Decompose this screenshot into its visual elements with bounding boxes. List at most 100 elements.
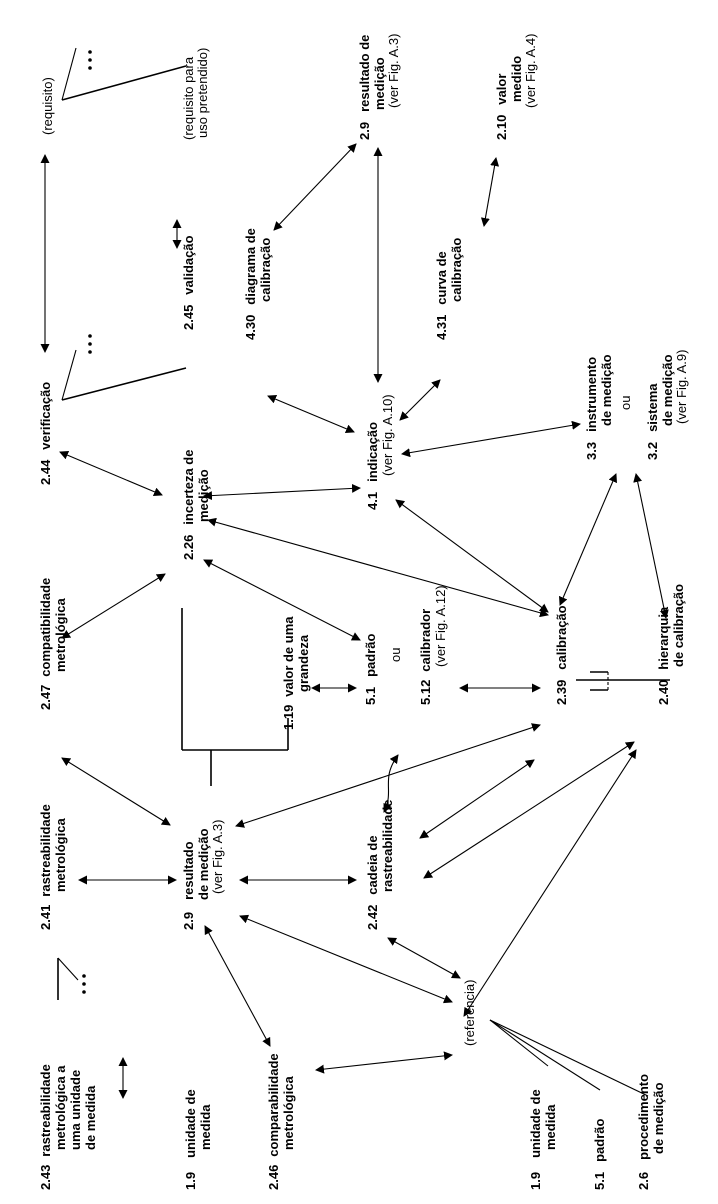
concept-5-1-bottom: 5.1padrão: [592, 1119, 607, 1190]
svg-text:2.42cadeia de: 2.42cadeia de: [365, 835, 380, 930]
concept-number: 2.42: [365, 905, 380, 930]
concept-1-9-top: 1.9unidade de medida: [183, 1089, 213, 1190]
concept-4-31: 4.31curva de calibração: [434, 238, 464, 340]
concept-number: 2.40: [656, 680, 671, 705]
concept-term-line: medição: [372, 57, 387, 110]
concept-term-line: valor: [494, 74, 509, 105]
concept-reference: (ver Fig. A.3): [210, 820, 225, 894]
fork-2-43: [57, 957, 86, 1000]
svg-text:2.43rastreabilidade: 2.43 rastreabilidade: [38, 1064, 53, 1190]
concept-2-9-left: 2.9 resultado de medição (ver Fig. A.3): [181, 820, 225, 930]
fork-referencia: [489, 1019, 649, 1097]
concept-number: 2.41: [38, 905, 53, 930]
concept-2-45: 2.45validação: [181, 235, 196, 330]
concept-term-line: rastreabilidade: [38, 804, 53, 897]
concept-2-42: 2.42cadeia de rastreabilidade: [365, 800, 395, 931]
concept-term-line: rastreabilidade: [38, 1064, 53, 1157]
svg-text:5.12calibrador: 5.12calibrador: [418, 609, 433, 705]
ou-text: ou: [618, 396, 633, 410]
concept-2-39: 2.39 calibração: [554, 605, 569, 705]
concept-term-line: de calibração: [671, 584, 686, 667]
concept-2-10: 2.10 valor medido (ver Fig. A.4): [494, 34, 538, 140]
concept-term-line: rastreabilidade: [380, 800, 395, 893]
concept-number: 2.39: [554, 680, 569, 705]
svg-text:2.9resultado: 2.9 resultado: [181, 841, 196, 930]
concept-term-line: incerteza de: [181, 450, 196, 525]
concept-2-47: 2.47compatibilidade metrológica: [38, 578, 68, 710]
concept-number: 2.43: [38, 1165, 53, 1190]
label-referencia: (referência): [462, 980, 477, 1046]
associative-links: [40, 143, 669, 1099]
concept-number: 1.9: [528, 1172, 543, 1190]
svg-text:3.3instrumento: 3.3instrumento: [584, 357, 599, 460]
svg-text:2.44verificação: 2.44 verificação: [38, 382, 53, 485]
concept-term-line: comparabilidade: [266, 1053, 281, 1156]
svg-text:2.39calibração: 2.39 calibração: [554, 605, 569, 705]
concept-number: 2.46: [266, 1165, 281, 1190]
concept-number: 2.10: [494, 115, 509, 140]
bracket-resultado: [181, 608, 289, 786]
concept-term-line: validação: [181, 235, 196, 294]
svg-text:2.45validação: 2.45validação: [181, 235, 196, 330]
concept-term-line: sistema: [645, 383, 660, 432]
concept-term-line: metrológica: [53, 818, 68, 892]
concept-2-6: 2.6 procedimento de medição: [636, 1074, 666, 1190]
svg-text:1.9unidade de: 1.9 unidade de: [528, 1089, 543, 1190]
fork-requisito: [61, 47, 187, 101]
concept-2-40: 2.40 hierarquia de calibração: [656, 584, 686, 705]
concept-number: 2.9: [181, 912, 196, 930]
concept-term-line: resultado: [181, 841, 196, 900]
concept-term-line: de medição: [599, 354, 614, 426]
concept-term-line: padrão: [592, 1119, 607, 1162]
concept-2-44: 2.44 verificação: [38, 382, 53, 485]
svg-text:2.47compatibilidade: 2.47compatibilidade: [38, 578, 53, 710]
concept-term-line: calibração: [258, 238, 273, 302]
fork-2-44: [61, 334, 187, 401]
concept-1-9-bottom: 1.9unidade de medida: [528, 1089, 558, 1190]
concept-number: 5.1: [363, 687, 378, 705]
concept-1-19: 1.19valor de uma grandeza: [281, 616, 311, 730]
concept-5-12: 5.12calibrador (ver Fig. A.12): [418, 585, 448, 705]
concept-reference: (ver Fig. A.3): [386, 34, 401, 108]
concept-term-line: calibrador: [418, 609, 433, 672]
ou-text: ou: [388, 648, 403, 662]
concept-number: 2.6: [636, 1172, 651, 1190]
concept-term-line: calibração: [449, 238, 464, 302]
concept-term-line: uma unidade: [68, 1070, 83, 1150]
concept-number: 4.31: [434, 315, 449, 340]
svg-text:1.9unidade de: 1.9unidade de: [183, 1089, 198, 1190]
concept-reference: (ver Fig. A.4): [523, 34, 538, 108]
concept-3-3: 3.3instrumento de medição: [584, 354, 614, 460]
concept-term-line: indicação: [365, 422, 380, 482]
concept-term-line: hierarquia: [656, 606, 671, 670]
referencia-text: (referência): [462, 980, 477, 1046]
concept-term-line: verificação: [38, 382, 53, 450]
concept-term-line: de medição: [196, 828, 211, 900]
concept-term-line: unidade de: [528, 1089, 543, 1158]
concept-2-26: 2.26incerteza de medição: [181, 450, 211, 560]
concept-term-line: diagrama de: [243, 228, 258, 305]
requisito-text: (requisito): [40, 77, 55, 135]
concept-term-line: medido: [509, 56, 524, 102]
concept-term-line: procedimento: [636, 1074, 651, 1160]
svg-text:5.1padrão: 5.1padrão: [363, 634, 378, 705]
concept-term-line: de medição: [651, 1082, 666, 1154]
requisito-uso-line: (requisito para: [181, 56, 196, 140]
svg-text:2.41rastreabilidade: 2.41 rastreabilidade: [38, 804, 53, 930]
concept-4-30: 4.30 diagrama de calibração: [243, 228, 273, 340]
concept-term-line: metrológica a: [53, 1065, 68, 1150]
concept-number: 4.30: [243, 315, 258, 340]
label-ou-right: ou: [618, 396, 633, 410]
concept-term-line: metrológica: [53, 598, 68, 672]
concept-term-line: calibração: [554, 605, 569, 669]
label-requisito-uso: (requisito para uso pretendido): [181, 48, 210, 140]
concept-number: 1.9: [183, 1172, 198, 1190]
label-ou-left: ou: [388, 648, 403, 662]
concept-number: 2.44: [38, 459, 53, 485]
concept-number: 3.2: [645, 442, 660, 460]
concept-4-1: 4.1indicação (ver Fig. A.10): [365, 394, 395, 510]
concept-number: 3.3: [584, 442, 599, 460]
concept-term-line: valor de uma: [281, 616, 296, 697]
bracket-calibracao: [576, 671, 670, 691]
